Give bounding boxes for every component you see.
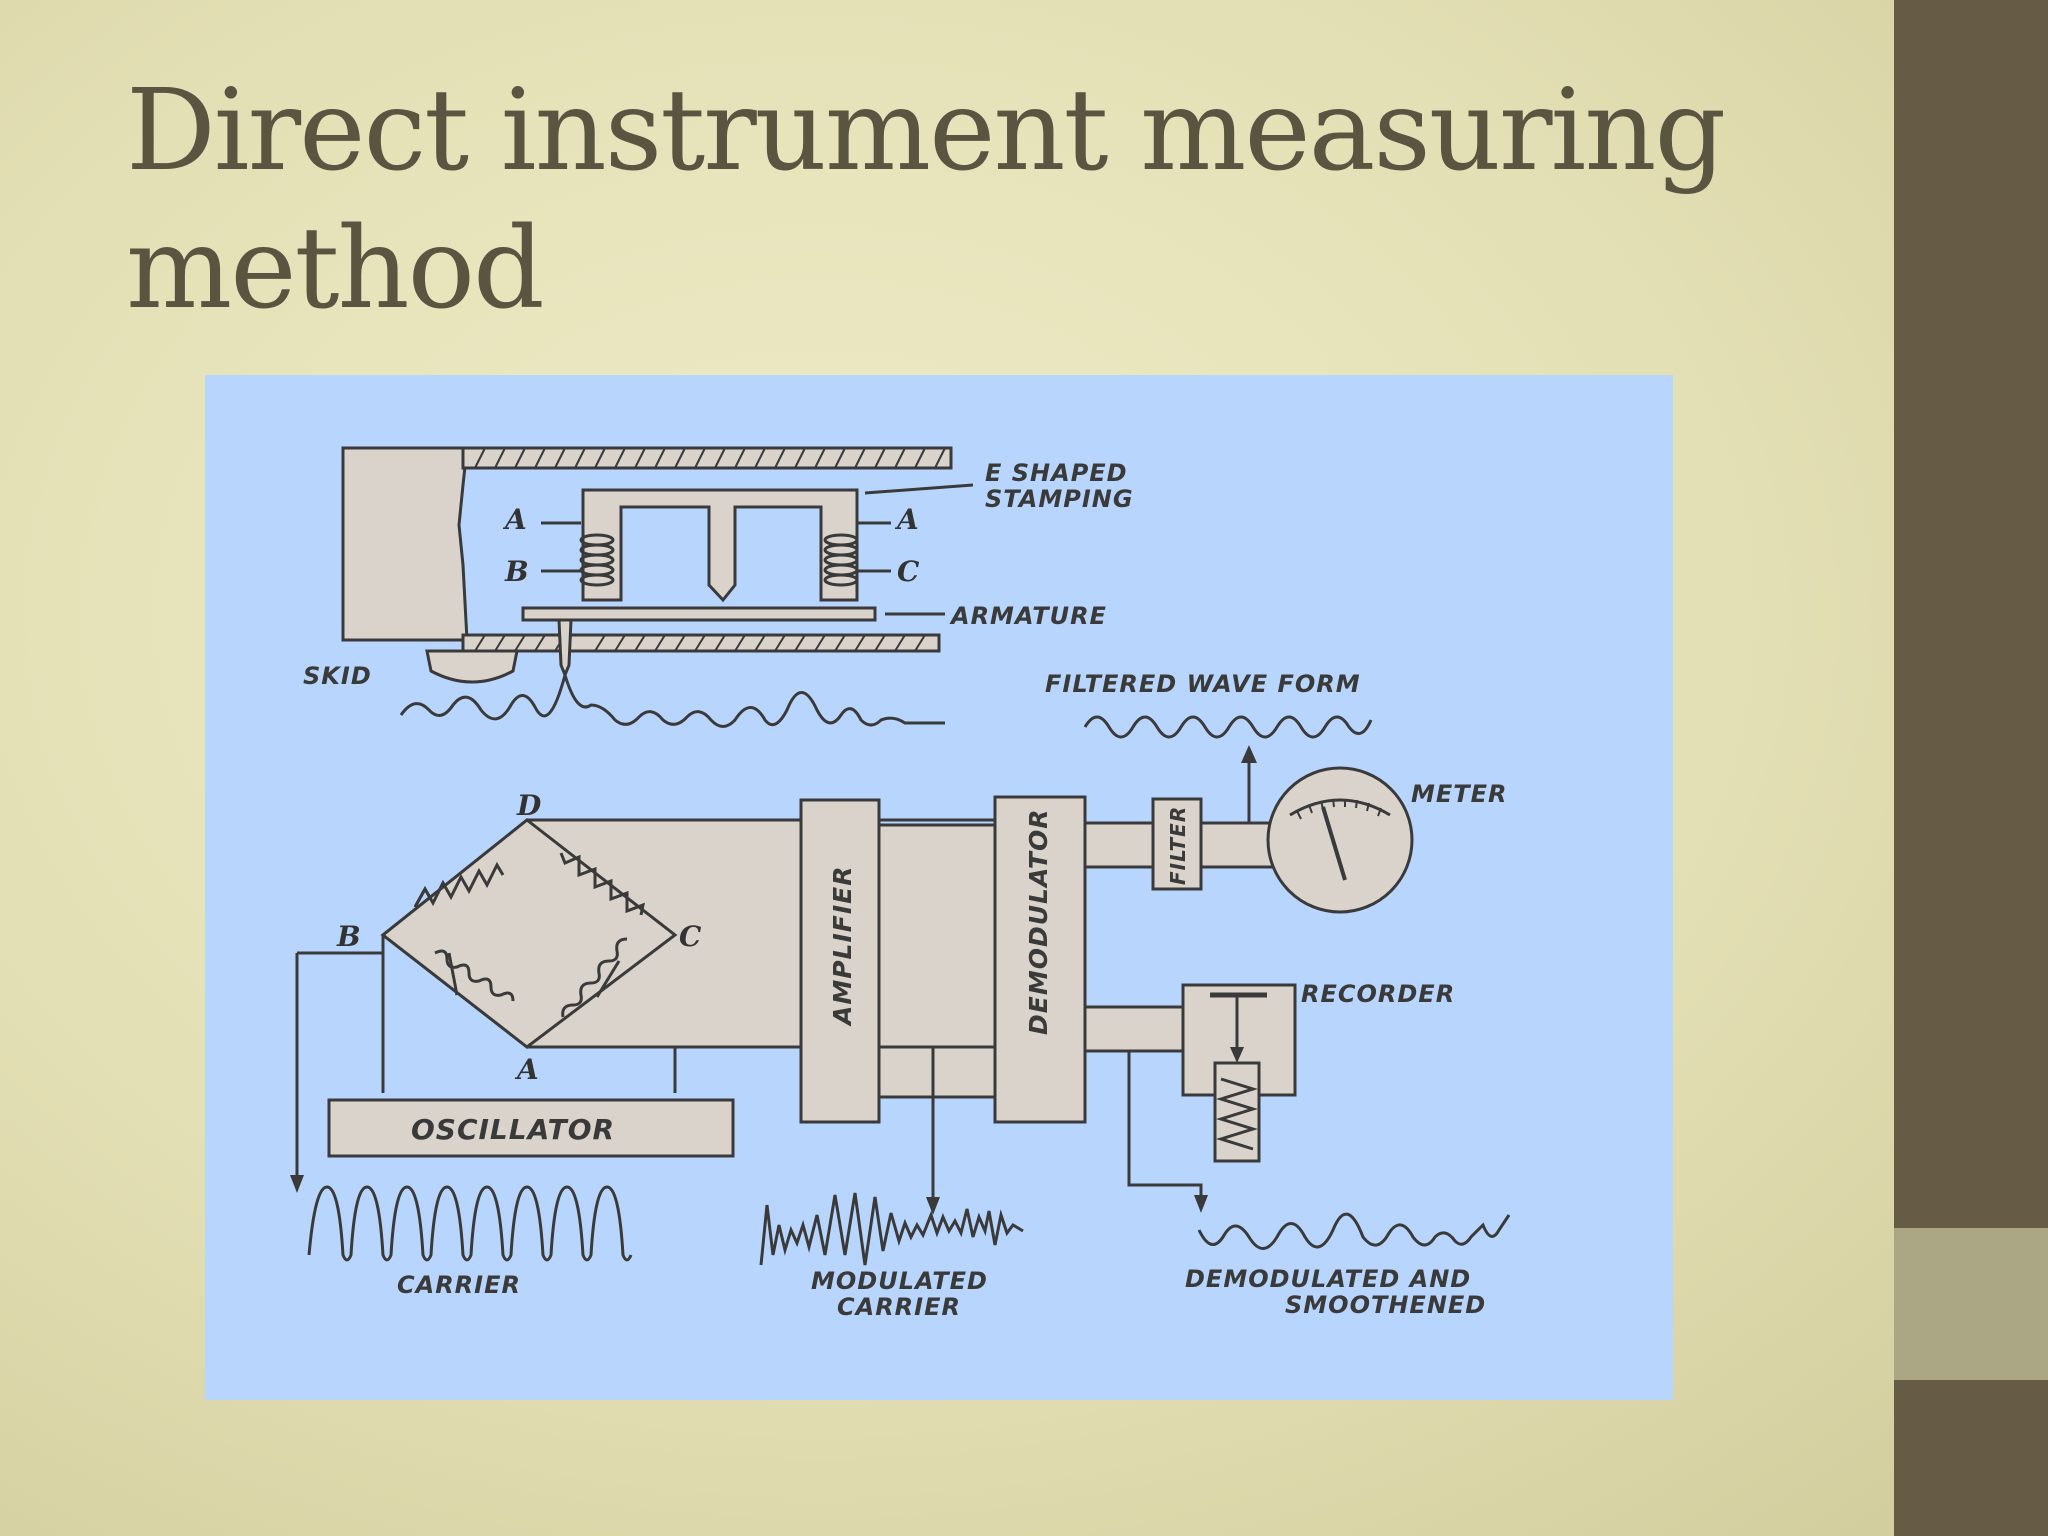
node-a-left: A — [502, 503, 527, 536]
demodulated-wave — [1197, 1212, 1511, 1250]
oscillator-box — [327, 1098, 735, 1158]
filter-label: FILTER — [1166, 806, 1190, 885]
pickup-head — [341, 446, 974, 684]
node-b-left: B — [504, 555, 529, 588]
diagram-svg: E SHAPED STAMPING ARMATURE SKID FILTERED… — [290, 446, 1511, 1321]
meter-label: METER — [1411, 780, 1508, 808]
surface-profile — [399, 669, 945, 728]
bridge-node-b: B — [336, 920, 361, 953]
bridge-circuit — [290, 818, 803, 1193]
demodulated-label-1: DEMODULATED AND — [1185, 1265, 1471, 1293]
oscillator-label: OSCILLATOR — [411, 1113, 615, 1146]
filtered-wave — [1083, 715, 1373, 739]
armature-label: ARMATURE — [949, 602, 1107, 630]
slide-title: Direct instrument measuring method — [126, 66, 1726, 334]
node-c-right: C — [897, 555, 920, 588]
bridge-node-a: A — [514, 1053, 539, 1086]
instrument-diagram: E SHAPED STAMPING ARMATURE SKID FILTERED… — [205, 375, 1673, 1400]
modulated-wave — [759, 1192, 1024, 1266]
demodulated-label-2: SMOOTHENED — [1285, 1291, 1486, 1319]
sidebar-decoration-light — [1894, 1228, 2048, 1380]
amplifier-label: AMPLIFIER — [828, 866, 857, 1028]
demodulator-label: DEMODULATOR — [1024, 809, 1053, 1035]
bridge-node-d: D — [516, 789, 542, 822]
amplifier-box — [799, 798, 881, 1124]
carrier-label: CARRIER — [397, 1271, 521, 1299]
skid-label: SKID — [303, 662, 372, 690]
e-shaped-label-2: STAMPING — [985, 485, 1134, 513]
bridge-node-c: C — [679, 920, 702, 953]
carrier-wave — [307, 1185, 633, 1262]
node-a-right: A — [894, 503, 919, 536]
meter-gauge — [1266, 766, 1414, 914]
modulated-label-1: MODULATED — [811, 1267, 988, 1295]
demodulator-box — [993, 795, 1087, 1124]
modulated-label-2: CARRIER — [837, 1293, 961, 1321]
recorder-label: RECORDER — [1301, 980, 1455, 1008]
e-shaped-label-1: E SHAPED — [985, 459, 1128, 487]
filtered-wave-label: FILTERED WAVE FORM — [1045, 670, 1361, 698]
